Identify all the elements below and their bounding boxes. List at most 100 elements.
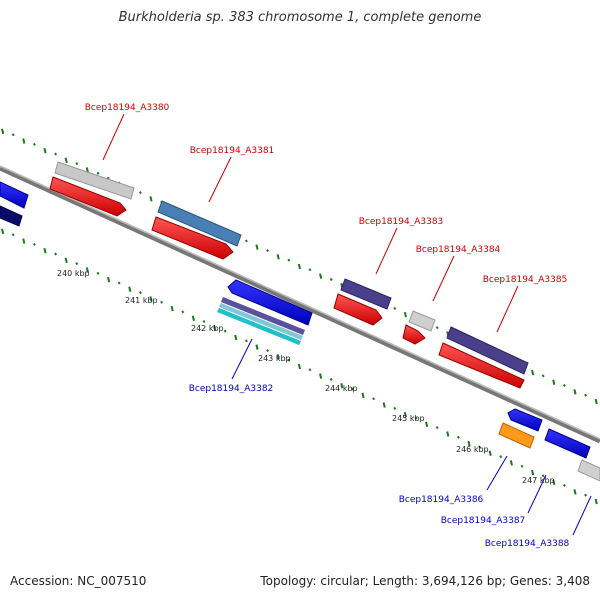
track-dot <box>594 398 598 405</box>
track-dot <box>594 498 598 505</box>
track-dot <box>75 162 79 166</box>
gene-feature-a3382-stripe-2[interactable] <box>219 303 303 340</box>
track-dot <box>54 252 58 256</box>
gene-label-a3382[interactable]: Bcep18194_A3382 <box>189 384 274 394</box>
inner-dotted-track <box>1 228 598 505</box>
track-dot <box>562 384 566 388</box>
track-dot <box>149 196 153 202</box>
kbp-tick-243: 243 kbp <box>258 354 291 363</box>
gene-label-a3380[interactable]: Bcep18194_A3380 <box>85 103 170 113</box>
track-dot <box>372 397 376 401</box>
gene-feature-left-blue-1[interactable] <box>0 181 29 209</box>
gene-label-a3387[interactable]: Bcep18194_A3387 <box>441 516 526 526</box>
track-dot <box>393 306 397 310</box>
genome-summary-text: Topology: circular; Length: 3,694,126 bp… <box>260 574 590 588</box>
track-dot <box>456 435 460 439</box>
track-dot <box>266 348 270 352</box>
gene-feature-left-navy[interactable] <box>0 205 23 227</box>
track-dot <box>297 263 301 270</box>
track-dot <box>213 325 217 331</box>
track-dot <box>244 239 248 243</box>
gene-arrow-a3385[interactable] <box>438 342 525 389</box>
track-dot <box>435 426 439 430</box>
gene-feature-a3382-stripe-3[interactable] <box>217 308 301 345</box>
track-dot <box>340 383 344 389</box>
gene-feature-a3384-grey[interactable] <box>408 310 436 332</box>
track-dot <box>541 374 545 378</box>
gene-feature-a3382-stripe-1[interactable] <box>221 297 305 335</box>
track-dot <box>138 191 142 195</box>
accession-text: Accession: NC_007510 <box>10 574 147 588</box>
gene-label-a3384[interactable]: Bcep18194_A3384 <box>416 245 501 255</box>
track-dot <box>22 238 26 244</box>
kbp-tick-245: 245 kbp <box>392 414 425 423</box>
track-dot <box>191 315 195 321</box>
gene-arrow-a3383[interactable] <box>333 293 383 326</box>
gene-feature-a3385-purple[interactable] <box>446 326 529 375</box>
gene-label-a3381[interactable]: Bcep18194_A3381 <box>190 146 275 156</box>
track-dot <box>287 358 291 362</box>
gene-label-a3386[interactable]: Bcep18194_A3386 <box>399 495 484 505</box>
track-dot <box>329 377 333 381</box>
callout-a3386 <box>486 455 508 491</box>
gene-arrow-a3380[interactable] <box>49 176 127 217</box>
callout-a3385 <box>496 285 519 333</box>
track-dot <box>425 421 429 428</box>
track-dot <box>531 469 535 476</box>
kbp-tick-246: 246 kbp <box>456 445 489 454</box>
track-dot <box>1 228 5 235</box>
track-dot <box>509 460 513 466</box>
track-dot <box>181 310 185 314</box>
track-dot <box>584 393 588 397</box>
gene-label-a3388[interactable]: Bcep18194_A3388 <box>485 539 570 549</box>
gene-feature-a3387-orange[interactable] <box>498 422 535 449</box>
gene-label-a3383[interactable]: Bcep18194_A3383 <box>359 217 444 227</box>
track-dot <box>573 489 577 495</box>
callout-a3384 <box>432 255 455 302</box>
track-dot <box>562 484 566 488</box>
track-dot <box>202 320 206 324</box>
gene-arrow-a3388[interactable] <box>544 428 591 459</box>
gene-feature-a3381-steelblue[interactable] <box>157 200 242 247</box>
callout-a3388 <box>572 495 592 536</box>
gene-arrow-a3381[interactable] <box>151 216 234 260</box>
track-dot <box>403 411 407 418</box>
track-dot <box>350 387 354 391</box>
gene-arrow-a3384[interactable] <box>402 324 426 345</box>
track-dot <box>361 392 365 399</box>
track-dot <box>160 300 164 304</box>
track-dot <box>435 326 439 330</box>
track-dot <box>478 445 482 449</box>
track-dot <box>520 464 524 468</box>
track-dot <box>393 406 397 410</box>
gene-feature-a3383-purple[interactable] <box>340 278 392 310</box>
kbp-tick-247: 247 kbp <box>522 476 555 485</box>
track-dot <box>541 474 545 478</box>
gene-feature-a3380-grey[interactable] <box>54 161 135 200</box>
track-dot <box>329 277 333 281</box>
track-dot <box>96 171 100 175</box>
gene-label-a3385[interactable]: Bcep18194_A3385 <box>483 275 568 285</box>
track-dot <box>43 147 47 154</box>
track-dot <box>308 368 312 372</box>
track-dot <box>128 286 132 293</box>
track-dot <box>170 305 174 312</box>
track-dot <box>276 254 280 260</box>
gene-arrow-a3382[interactable] <box>227 279 313 326</box>
track-dot <box>276 354 280 360</box>
track-dot <box>43 247 47 254</box>
track-dot <box>319 373 323 379</box>
track-dot <box>11 133 15 137</box>
callout-a3383 <box>375 227 398 275</box>
gene-feature-right-grey[interactable] <box>577 459 600 482</box>
gene-arrow-a3386[interactable] <box>507 408 543 432</box>
track-dot <box>96 271 100 275</box>
track-dot <box>297 363 301 370</box>
track-dot <box>584 493 588 497</box>
track-dot <box>467 440 471 447</box>
track-dot <box>64 257 68 264</box>
callout-a3382 <box>231 338 253 380</box>
track-dot <box>223 329 227 333</box>
track-dot <box>32 142 36 146</box>
track-dot <box>85 267 89 273</box>
